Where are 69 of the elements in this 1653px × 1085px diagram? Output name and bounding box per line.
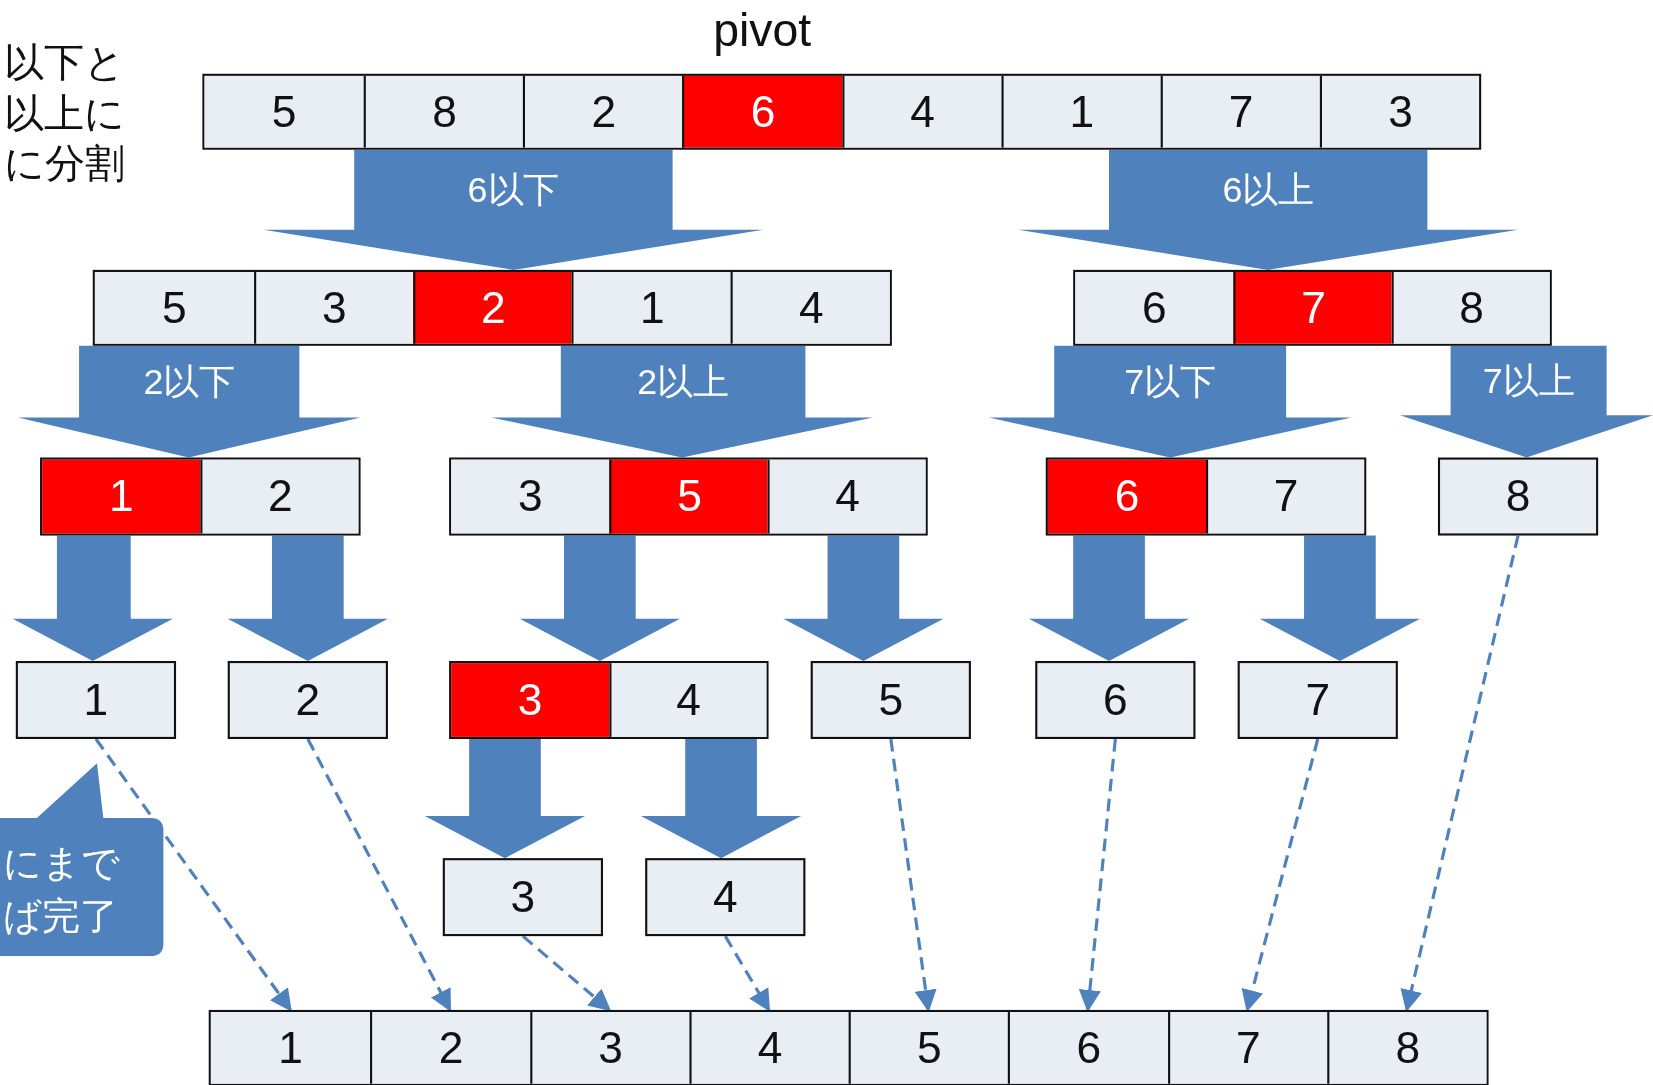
pivot-label: pivot [713, 4, 812, 57]
array-box [208, 1009, 1489, 1085]
block-arrow [640, 739, 802, 859]
array-cell: 4 [608, 663, 767, 737]
block-arrow [1259, 535, 1420, 661]
block-arrow [491, 345, 873, 458]
dashed-arrow [306, 738, 452, 1012]
array-box [40, 457, 361, 536]
array-cell: 8 [1327, 1012, 1487, 1084]
array-cell: 5 [848, 1012, 1009, 1084]
array-cell: 1 [210, 1012, 371, 1084]
array-cell: 5 [204, 75, 364, 148]
block-arrow [227, 535, 388, 661]
dashed-arrow [521, 934, 612, 1012]
block-arrow [988, 345, 1352, 458]
array-cell: 6 [1075, 272, 1234, 344]
note-text: 以下と以上にに分割 [4, 39, 127, 188]
array-cell: 5 [609, 459, 768, 534]
edge-label: 7以上 [1482, 362, 1575, 399]
array-box [449, 661, 769, 739]
number-box: 6 [1035, 661, 1196, 739]
block-arrow [1400, 345, 1653, 458]
array-cell: 4 [730, 272, 890, 344]
block-arrow [12, 535, 173, 661]
array-box [92, 269, 892, 346]
array-box [449, 457, 928, 536]
block-arrow [1028, 535, 1190, 661]
array-cell: 4 [767, 459, 926, 534]
array-cell: 7 [1233, 272, 1392, 344]
number-box: 3 [442, 858, 603, 937]
number-box: 4 [645, 858, 806, 937]
array-cell: 3 [1319, 75, 1480, 148]
array-cell: 1 [42, 459, 201, 534]
edge-label: 2以下 [143, 363, 236, 400]
number-box: 8 [1437, 457, 1599, 536]
array-cell: 3 [529, 1012, 690, 1084]
array-cell: 6 [1008, 1012, 1168, 1084]
array-cell: 8 [363, 75, 524, 148]
block-arrow [424, 739, 586, 859]
array-cell: 7 [1167, 1012, 1327, 1084]
edge-label: 6以下 [467, 171, 560, 208]
block-arrow [17, 345, 361, 458]
array-box [202, 73, 1482, 150]
array-cell: 4 [689, 1012, 849, 1084]
edge-label: 2以上 [637, 363, 729, 400]
array-cell: 1 [571, 272, 731, 344]
array-cell: 4 [841, 75, 1002, 148]
edge-label: 6以上 [1222, 171, 1315, 208]
array-box [1045, 457, 1367, 536]
number-box: 5 [810, 661, 971, 739]
array-cell: 7 [1160, 75, 1320, 148]
array-cell: 6 [1047, 459, 1206, 534]
array-cell: 2 [412, 272, 572, 344]
dashed-arrow [723, 935, 771, 1012]
block-arrow [783, 535, 944, 661]
array-cell: 6 [682, 75, 842, 148]
number-box: 7 [1237, 661, 1398, 739]
array-cell: 3 [451, 663, 609, 737]
dashed-arrow [94, 738, 292, 1012]
block-arrow [519, 535, 680, 661]
array-cell: 3 [253, 272, 413, 344]
array-cell: 2 [523, 75, 683, 148]
array-box [1073, 269, 1552, 346]
array-cell: 2 [370, 1012, 530, 1084]
number-box: 1 [15, 661, 177, 739]
array-cell: 1 [1001, 75, 1161, 148]
array-cell: 8 [1391, 272, 1550, 344]
edge-label: 7以下 [1124, 363, 1216, 400]
number-box: 2 [227, 661, 388, 739]
